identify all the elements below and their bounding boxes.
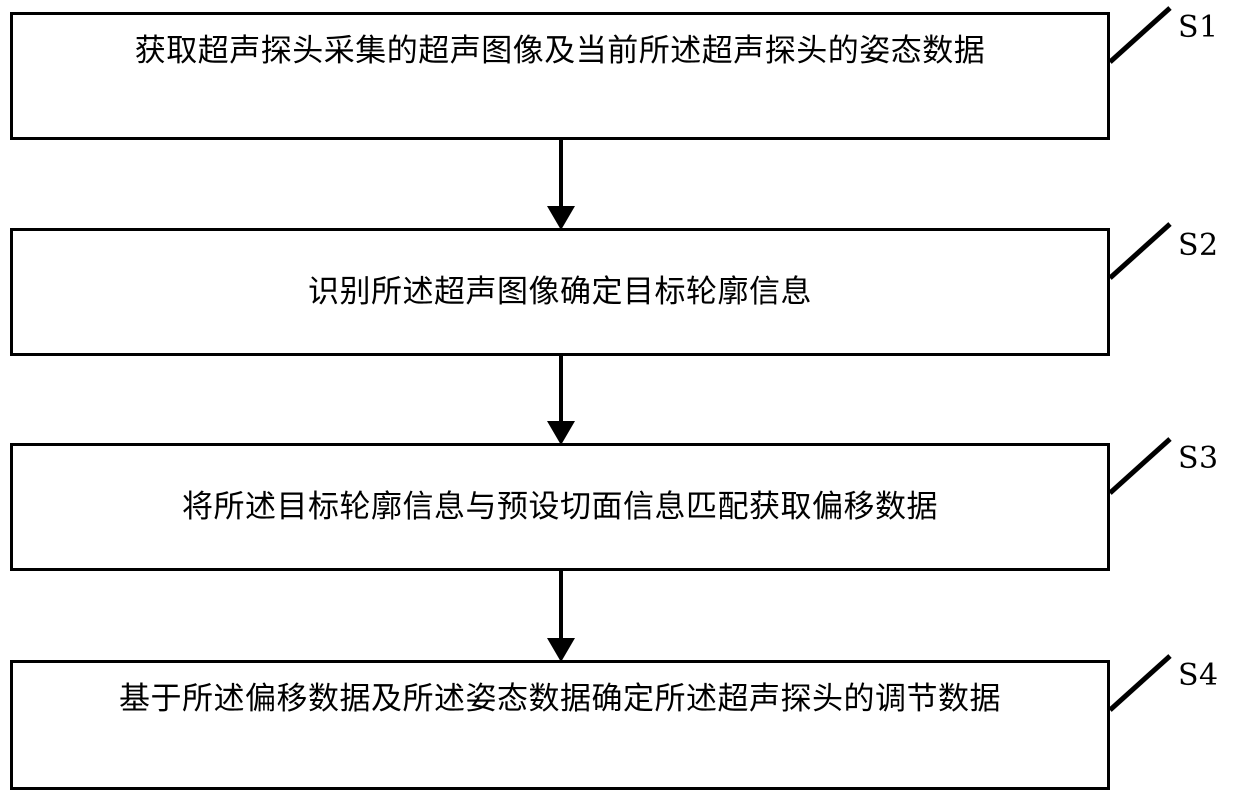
step-box-s3: 将所述目标轮廓信息与预设切面信息匹配获取偏移数据 <box>10 443 1110 571</box>
step-text-s2: 识别所述超声图像确定目标轮廓信息 <box>308 273 812 310</box>
leader-line-s3 <box>1108 437 1172 495</box>
step-label-s2: S2 <box>1178 228 1219 263</box>
step-text-s1: 获取超声探头采集的超声图像及当前所述超声探头的姿态数据 <box>134 33 986 69</box>
step-label-s1: S1 <box>1178 10 1219 45</box>
step-label-s4: S4 <box>1178 658 1219 693</box>
leader-line-s2 <box>1108 222 1172 280</box>
step-label-s3: S3 <box>1178 441 1219 476</box>
step-box-s1: 获取超声探头采集的超声图像及当前所述超声探头的姿态数据 <box>10 12 1110 140</box>
step-text-s3: 将所述目标轮廓信息与预设切面信息匹配获取偏移数据 <box>182 488 938 525</box>
step-box-s4: 基于所述偏移数据及所述姿态数据确定所述超声探头的调节数据 <box>10 660 1110 790</box>
step-text-s4: 基于所述偏移数据及所述姿态数据确定所述超声探头的调节数据 <box>119 681 1001 717</box>
step-box-s2: 识别所述超声图像确定目标轮廓信息 <box>10 228 1110 356</box>
leader-line-s4 <box>1108 654 1172 712</box>
connector-s2-to-s3 <box>547 356 575 445</box>
connector-s1-to-s2 <box>547 140 575 230</box>
leader-line-s1 <box>1108 6 1172 64</box>
connector-s3-to-s4 <box>547 571 575 662</box>
